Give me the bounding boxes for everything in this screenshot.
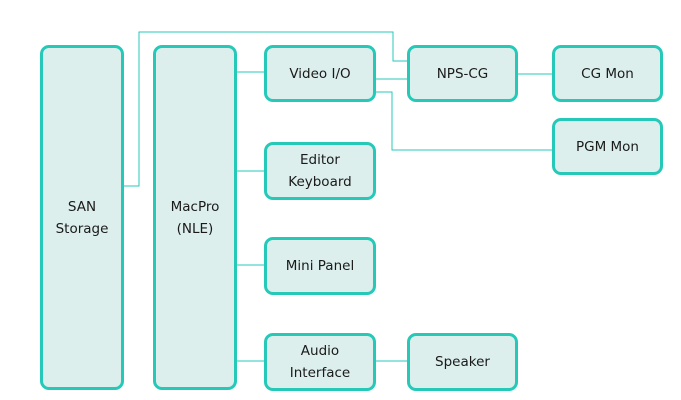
node-macpro-nle: MacPro (NLE) [153, 45, 237, 390]
node-speaker: Speaker [407, 333, 518, 391]
node-mini-panel: Mini Panel [264, 237, 376, 295]
node-speaker-label: Speaker [435, 354, 490, 370]
node-macpro-nle-label: MacPro (NLE) [170, 198, 220, 237]
node-video-io-label: Video I/O [289, 65, 351, 82]
node-pgm-mon: PGM Mon [552, 118, 663, 175]
node-editor-keyboard: Editor Keyboard [264, 142, 376, 200]
node-cg-mon: CG Mon [552, 45, 663, 102]
node-editor-keyboard-label: Editor Keyboard [288, 152, 352, 190]
node-nps-cg: NPS-CG [407, 45, 518, 102]
connector-san-to-nps-cg [124, 31, 407, 187]
node-audio-interface-label: Audio Interface [289, 343, 351, 381]
node-san-storage: SAN Storage [40, 45, 124, 390]
connector-video-io-to-pgm-mon [376, 91, 552, 151]
node-san-storage-label: SAN Storage [55, 198, 109, 237]
node-cg-mon-label: CG Mon [581, 65, 634, 82]
node-pgm-mon-label: PGM Mon [575, 138, 639, 155]
node-nps-cg-label: NPS-CG [436, 65, 489, 82]
node-audio-interface: Audio Interface [264, 333, 376, 391]
node-video-io: Video I/O [264, 45, 376, 102]
node-mini-panel-label: Mini Panel [285, 258, 355, 274]
